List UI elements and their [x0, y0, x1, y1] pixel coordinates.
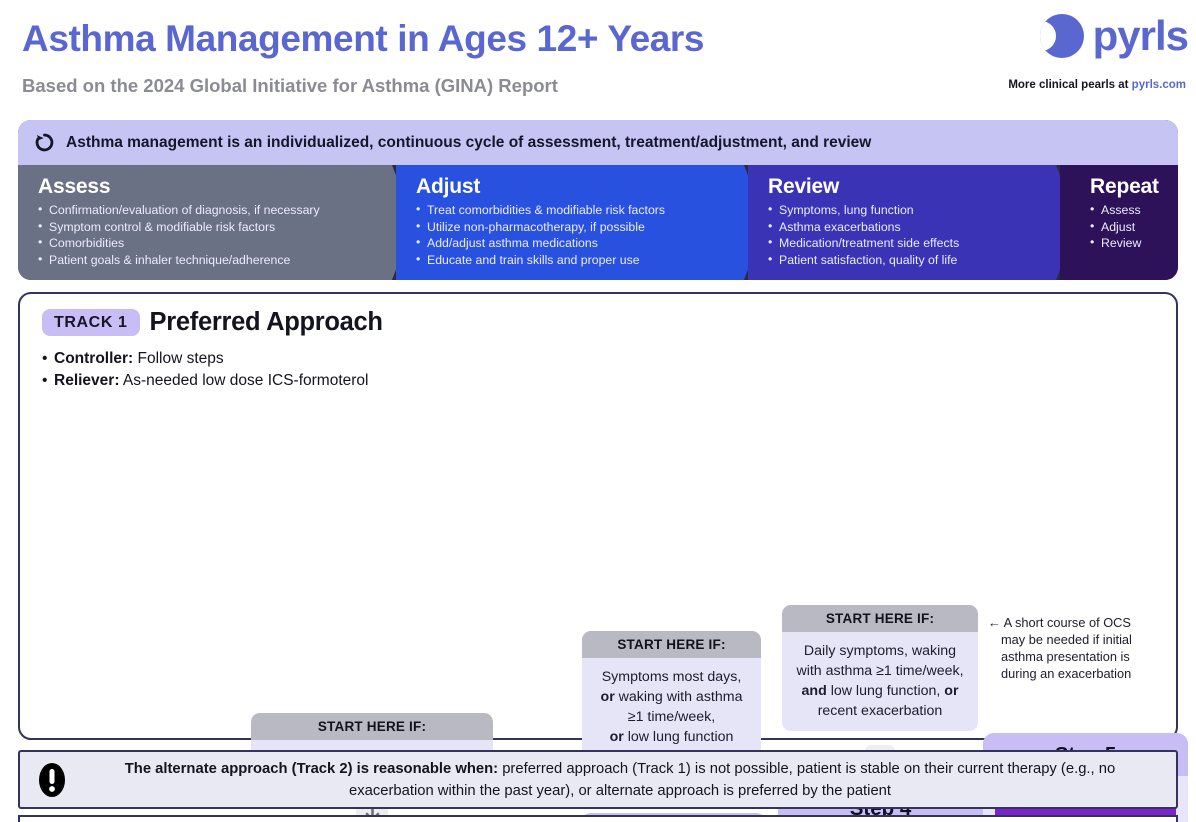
line: asthma presentation is — [1001, 649, 1130, 664]
stage-items: Assess Adjust Review — [1090, 201, 1178, 252]
list-item: Controller: Follow steps — [42, 348, 368, 370]
conjunction-and: and — [801, 683, 827, 699]
alternate-approach-note: The alternate approach (Track 2) is reas… — [18, 750, 1178, 809]
list-item: Confirmation/evaluation of diagnosis, if… — [38, 202, 414, 219]
refresh-cycle-icon — [35, 133, 54, 152]
list-item: Utilize non-pharmacotherapy, if possible — [416, 219, 766, 236]
bottom-section-edge — [18, 815, 1178, 822]
conjunction-or: or — [600, 689, 615, 705]
list-item: Assess — [1090, 201, 1178, 219]
brand-logo: pyrls — [1039, 12, 1189, 59]
reliever-label: Reliever: — [54, 372, 120, 389]
line: ← A short course of OCS — [988, 615, 1131, 630]
line: ≥1 time/week, — [627, 709, 716, 725]
list-item: Comorbidities — [38, 235, 414, 252]
start-here-callout-b: START HERE IF: Symptoms most days, or wak… — [582, 631, 761, 757]
stage-items: Treat comorbidities & modifiable risk fa… — [416, 202, 766, 268]
start-here-body: Symptoms most days, or waking with asthma… — [582, 658, 761, 757]
alt-note-rest: preferred approach (Track 1) is not poss… — [348, 760, 1116, 799]
list-item: Educate and train skills and proper use — [416, 252, 766, 269]
cycle-stage-repeat: Repeat Assess Adjust Review — [1060, 165, 1178, 280]
line: may be needed if initial — [1001, 632, 1132, 647]
start-here-heading: START HERE IF: — [582, 631, 761, 658]
line: with asthma ≥1 time/week, — [796, 663, 964, 679]
controller-label: Controller: — [54, 350, 134, 367]
brand-name: pyrls — [1092, 12, 1189, 59]
cycle-stage-assess: Assess Confirmation/evaluation of diagno… — [18, 165, 414, 280]
pearl-logo-icon — [1039, 14, 1084, 58]
cycle-stages: Assess Confirmation/evaluation of diagno… — [18, 165, 1178, 280]
start-here-body: Daily symptoms, waking with asthma ≥1 tim… — [782, 632, 978, 731]
stage-items: Symptoms, lung function Asthma exacerbat… — [768, 202, 1078, 268]
start-here-heading: START HERE IF: — [782, 605, 978, 632]
line: Symptoms most days, — [601, 669, 742, 685]
controller-text: Follow steps — [133, 350, 224, 367]
list-item: Asthma exacerbations — [768, 219, 1078, 236]
brand-tagline: More clinical pearls at pyrls.com — [1008, 79, 1186, 91]
list-item: Review — [1090, 234, 1178, 252]
line: low lung function, — [826, 683, 945, 699]
stage-title: Review — [768, 175, 840, 198]
conjunction-or: or — [609, 729, 624, 745]
management-cycle-banner: Asthma management is an individualized, … — [18, 120, 1178, 280]
conjunction-or: or — [944, 683, 959, 699]
line: low lung function — [623, 729, 734, 745]
list-item: Adjust — [1090, 218, 1178, 236]
list-item: Medication/treatment side effects — [768, 235, 1078, 252]
list-item: Add/adjust asthma medications — [416, 235, 766, 252]
list-item: Symptoms, lung function — [768, 202, 1078, 219]
track-header: TRACK 1 Preferred Approach — [42, 308, 383, 337]
track-1-card: TRACK 1 Preferred Approach Controller: F… — [18, 292, 1188, 822]
cycle-stage-review: Review Symptoms, lung function Asthma ex… — [748, 165, 1078, 280]
list-item: Symptom control & modifiable risk factor… — [38, 219, 414, 236]
list-item: Patient goals & inhaler technique/adhere… — [38, 252, 414, 269]
reliever-text: As-needed low dose ICS-formoterol — [119, 372, 369, 389]
track-title: Preferred Approach — [149, 308, 383, 336]
line: waking with asthma — [614, 689, 743, 705]
cycle-banner-text: Asthma management is an individualized, … — [66, 133, 872, 151]
brand-tagline-prefix: More clinical pearls at — [1008, 79, 1132, 91]
stage-title: Assess — [38, 175, 111, 198]
list-item: Patient satisfaction, quality of life — [768, 252, 1078, 269]
list-item: Reliever: As-needed low dose ICS-formote… — [42, 370, 368, 392]
list-item: Treat comorbidities & modifiable risk fa… — [416, 202, 766, 219]
line: Daily symptoms, waking — [803, 643, 957, 659]
page-subtitle: Based on the 2024 Global Initiative for … — [22, 75, 558, 96]
start-here-callout-c: START HERE IF: Daily symptoms, waking wit… — [782, 605, 978, 731]
ocs-note: ← A short course of OCS may be needed if… — [988, 614, 1194, 682]
stage-title: Adjust — [416, 175, 481, 198]
alternate-approach-text: The alternate approach (Track 2) is reas… — [82, 758, 1158, 802]
stage-items: Confirmation/evaluation of diagnosis, if… — [38, 202, 414, 268]
line: during an exacerbation — [1001, 666, 1132, 681]
page-title: Asthma Management in Ages 12+ Years — [22, 18, 705, 59]
track-bullets: Controller: Follow steps Reliever: As-ne… — [42, 348, 368, 392]
start-here-heading: START HERE IF: — [251, 713, 493, 740]
stage-title: Repeat — [1090, 175, 1159, 198]
alt-note-lead: The alternate approach (Track 2) is reas… — [124, 760, 499, 777]
exclamation-icon — [39, 762, 65, 797]
cycle-stage-adjust: Adjust Treat comorbidities & modifiable … — [396, 165, 766, 280]
page-header: Asthma Management in Ages 12+ Years Base… — [0, 0, 1196, 112]
line: recent exacerbation — [817, 703, 943, 719]
track-badge: TRACK 1 — [42, 309, 140, 336]
brand-website-link[interactable]: pyrls.com — [1131, 79, 1186, 91]
cycle-banner-header: Asthma management is an individualized, … — [18, 120, 1178, 165]
